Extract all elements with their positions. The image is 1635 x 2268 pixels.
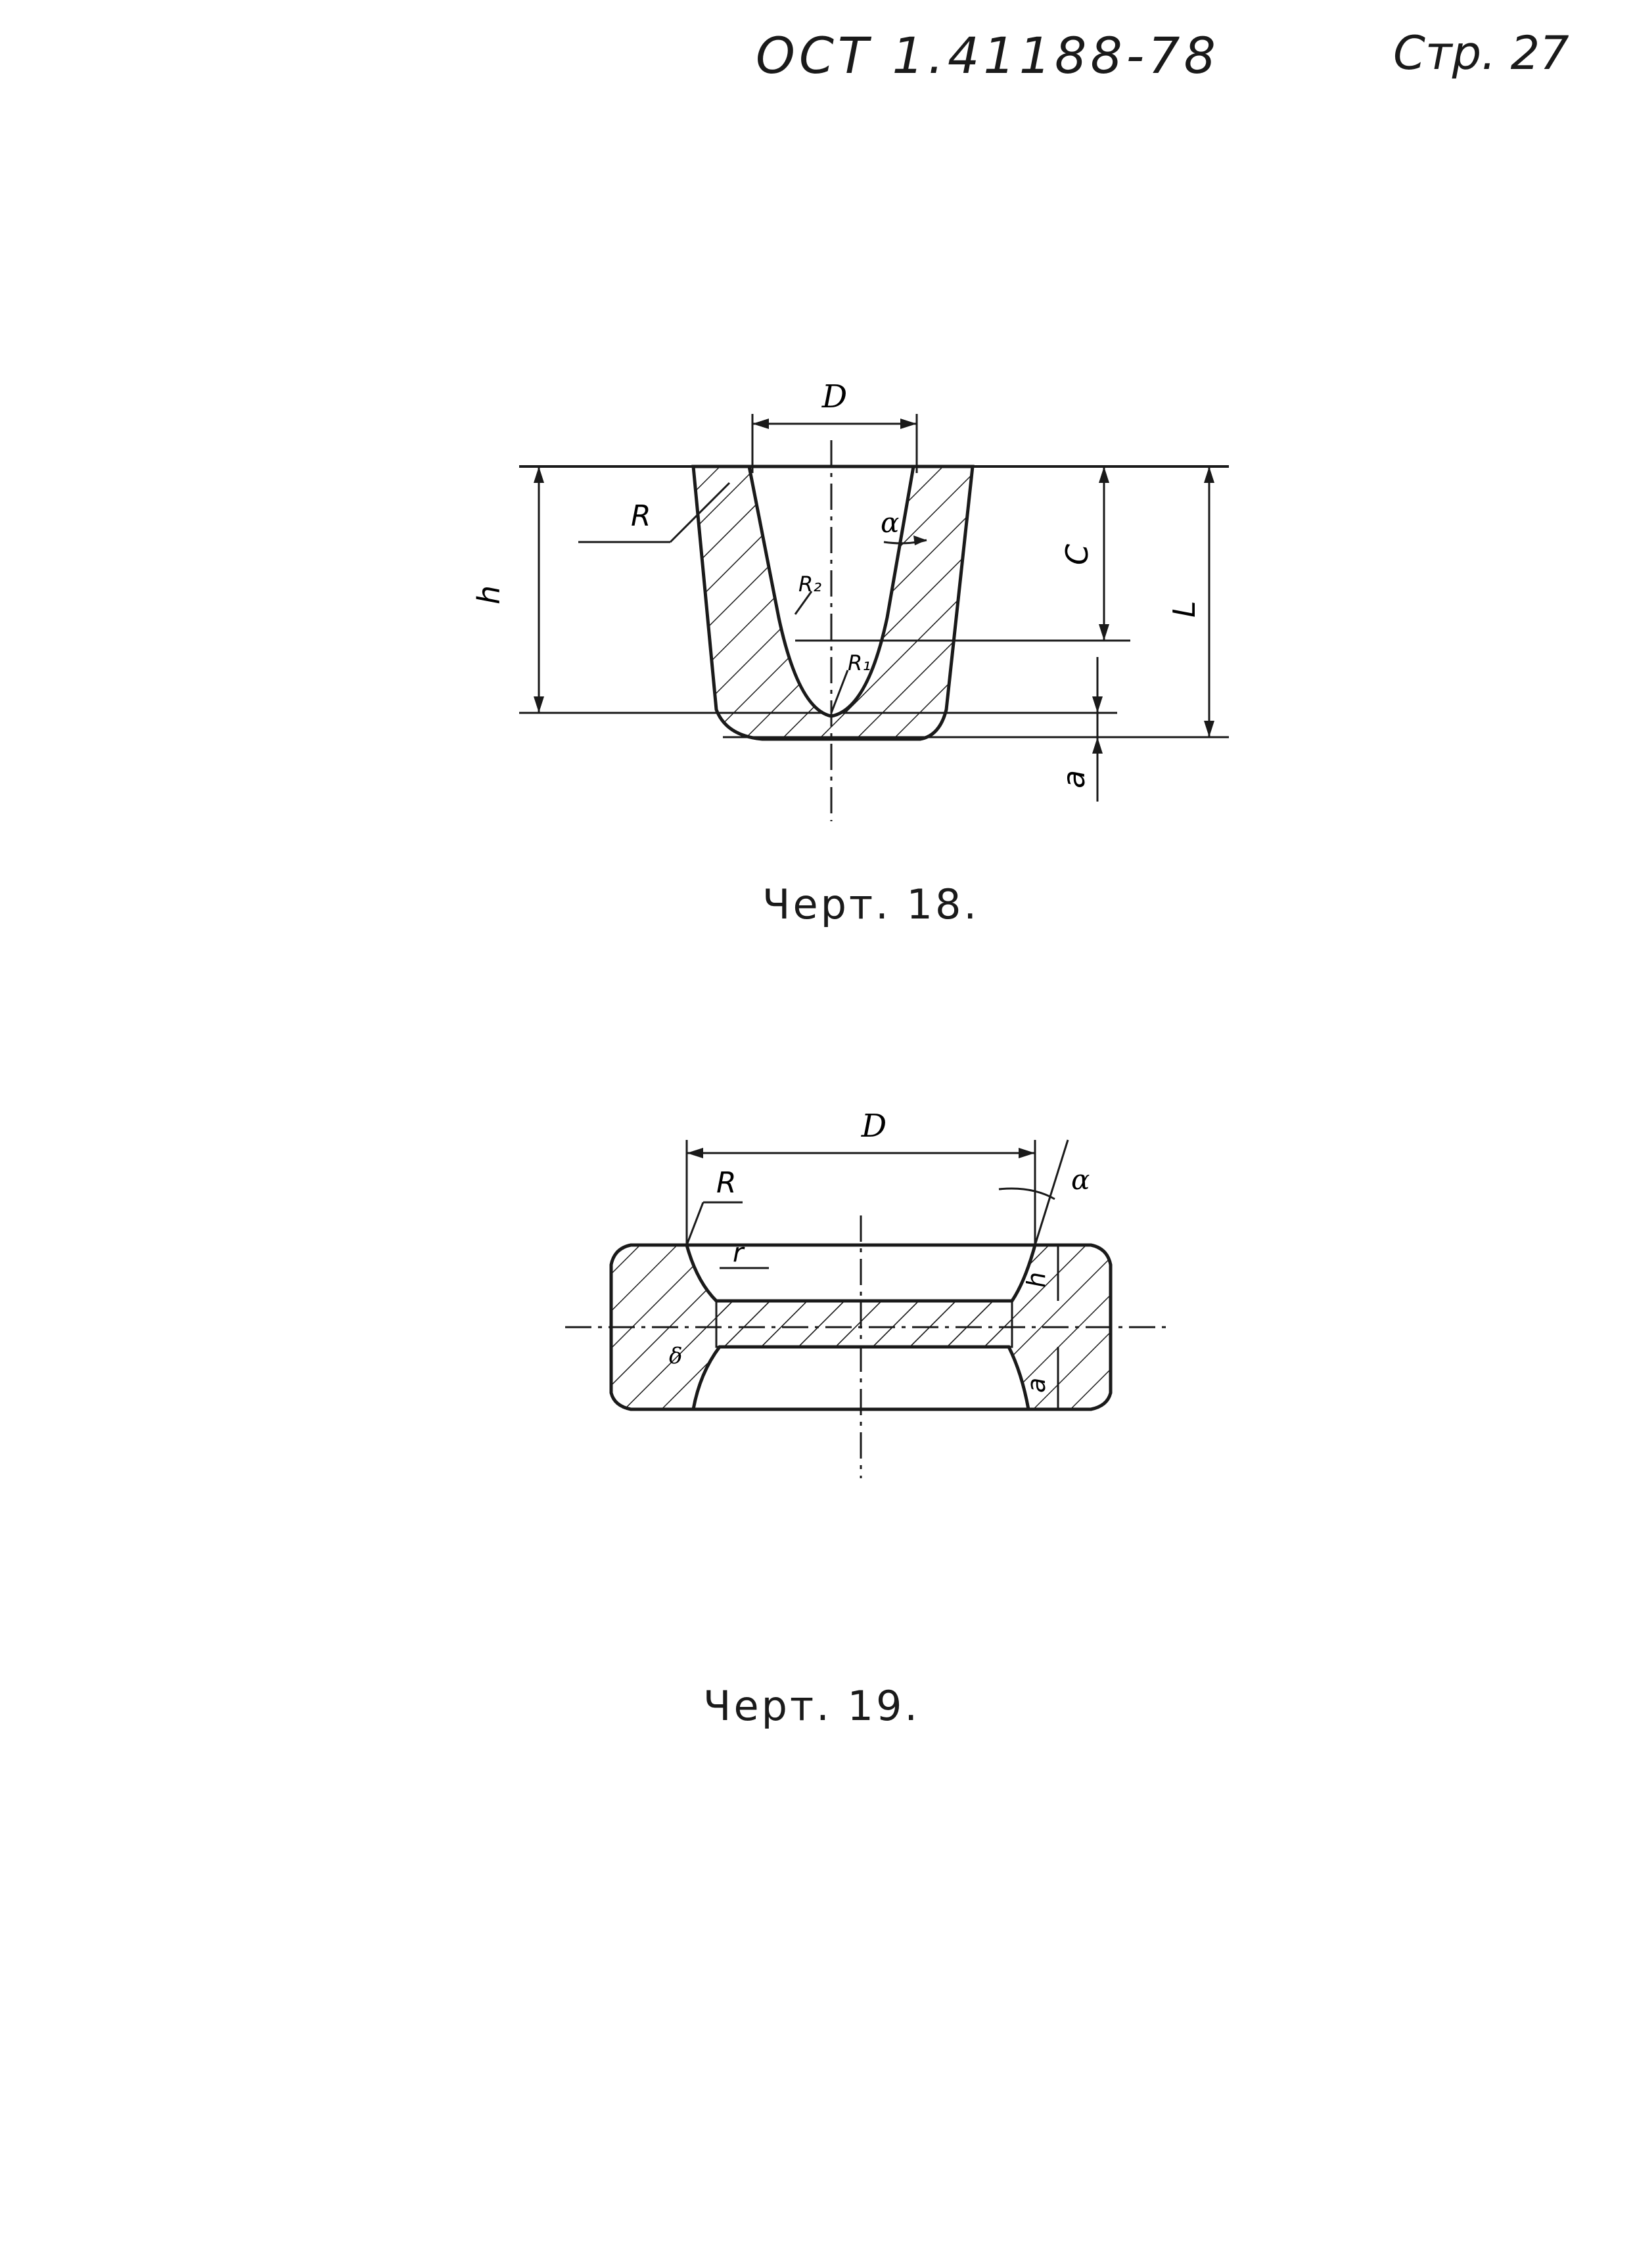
figure-19: D R α r h a δ Черт. 19. <box>0 1104 1635 1794</box>
label-R2: R₂ <box>798 572 821 597</box>
label-a: a <box>1022 1378 1051 1393</box>
lower-cavity <box>691 1345 1030 1411</box>
label-R: R <box>716 1166 737 1200</box>
label-a: a <box>1056 770 1092 788</box>
label-R1: R₁ <box>848 650 871 675</box>
figure-19-caption: Черт. 19. <box>703 1682 921 1730</box>
label-alpha: α <box>881 507 899 539</box>
label-h: h <box>471 585 507 604</box>
label-C: C <box>1059 544 1095 565</box>
label-r: r <box>733 1238 745 1268</box>
label-L: L <box>1166 601 1202 618</box>
figure-19-drawing: D R α r h a δ <box>565 1108 1170 1478</box>
label-alpha: α <box>1071 1164 1090 1196</box>
document-code: ОСТ 1.41188-78 <box>756 26 1220 85</box>
web <box>715 1300 1013 1348</box>
label-h: h <box>1022 1272 1051 1288</box>
page-number: Стр. 27 <box>1393 26 1569 80</box>
figure-18: D R α R₂ R₁ h C L a Черт. 18. <box>0 368 1635 1025</box>
label-D: D <box>821 378 847 415</box>
label-R: R <box>631 499 651 533</box>
label-delta: δ <box>669 1343 682 1369</box>
figure-18-caption: Черт. 18. <box>762 880 980 928</box>
label-D: D <box>861 1108 887 1145</box>
figure-18-drawing: D R α R₂ R₁ h C L a <box>471 378 1229 821</box>
page-header: ОСТ 1.41188-78 Стр. 27 <box>0 20 1635 99</box>
